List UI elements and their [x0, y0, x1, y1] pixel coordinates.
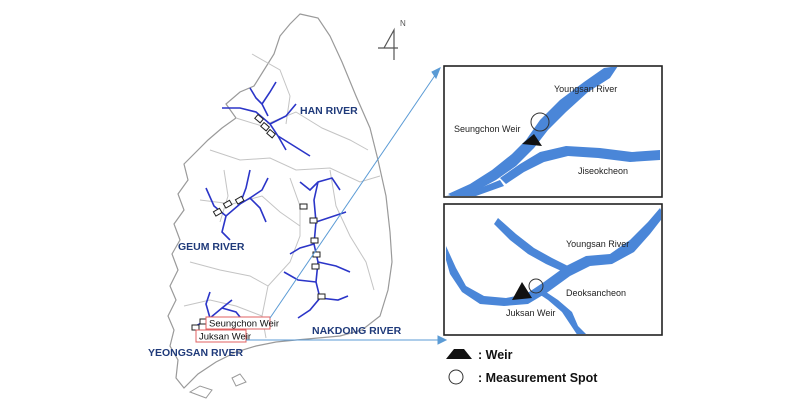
weir-marker [254, 113, 265, 124]
inset-frame [443, 65, 663, 198]
upper-tributary [494, 218, 572, 274]
seungchon-weir-label-box [205, 316, 271, 330]
korea-map: N HAN RIVER GEUM RIVER NAKDONG RIVER YEO… [148, 13, 406, 399]
map-weir-markers [191, 113, 326, 331]
weir-legend-icon [446, 349, 472, 359]
weir-marker [266, 128, 277, 139]
weir-marker [309, 217, 318, 224]
legend: : Weir : Measurement Spot [446, 348, 598, 385]
weir-marker [212, 207, 223, 217]
island-outline [188, 385, 213, 399]
inset-frame [443, 203, 663, 336]
inset-river-label: Youngsan River [566, 239, 629, 249]
inset-weir-label: Seungchon Weir [454, 124, 520, 134]
legend-spot-label: : Measurement Spot [478, 371, 598, 385]
youngsan-river-channel [446, 208, 661, 306]
weir-symbol [522, 134, 542, 146]
weir-marker [310, 237, 319, 244]
deoksancheon-stream [536, 288, 586, 334]
north-arrow-label: N [400, 19, 406, 28]
juksan-weir-label: Juksan Weir [199, 332, 251, 343]
geum-river-label: GEUM RIVER [178, 241, 245, 253]
jiseokcheon-branch [446, 180, 504, 196]
nakdong-river-label: NAKDONG RIVER [312, 325, 402, 337]
inset-stream-label: Jiseokcheon [578, 166, 628, 176]
han-river-network [222, 81, 311, 157]
measurement-spot-legend-icon [448, 369, 464, 385]
north-arrow: N [378, 19, 406, 60]
weir-marker [222, 199, 233, 209]
island-outline [231, 373, 247, 387]
weir-marker [191, 324, 200, 331]
inset-juksan: Youngsan River Deoksancheon Juksan Weir [443, 203, 663, 336]
nakdong-river-network [283, 177, 351, 319]
juksan-weir-label-box [195, 329, 247, 343]
weir-marker [299, 203, 308, 210]
seungchon-weir-label: Seungchon Weir [209, 319, 279, 330]
han-river-label: HAN RIVER [300, 105, 358, 117]
yeongsan-river-label: YEONGSAN RIVER [148, 347, 244, 359]
weir-symbol [512, 282, 532, 300]
inset-weir-label: Juksan Weir [506, 308, 555, 318]
weir-marker [311, 263, 320, 270]
weir-marker [317, 293, 326, 300]
youngsan-river-channel [448, 67, 618, 196]
geum-river-network [205, 169, 269, 241]
jiseokcheon-stream [500, 146, 660, 184]
measurement-spot-marker [528, 278, 544, 294]
measurement-spot-marker [530, 112, 550, 132]
inset-river-label: Youngsan River [554, 84, 617, 94]
weir-marker [234, 195, 245, 205]
legend-weir-label: : Weir [478, 348, 513, 362]
inset-seungchon: Youngsan River Seungchon Weir Jiseokcheo… [443, 65, 663, 198]
inset-stream-label: Deoksancheon [566, 288, 626, 298]
callout-lines [246, 66, 448, 345]
weir-marker [260, 121, 271, 132]
